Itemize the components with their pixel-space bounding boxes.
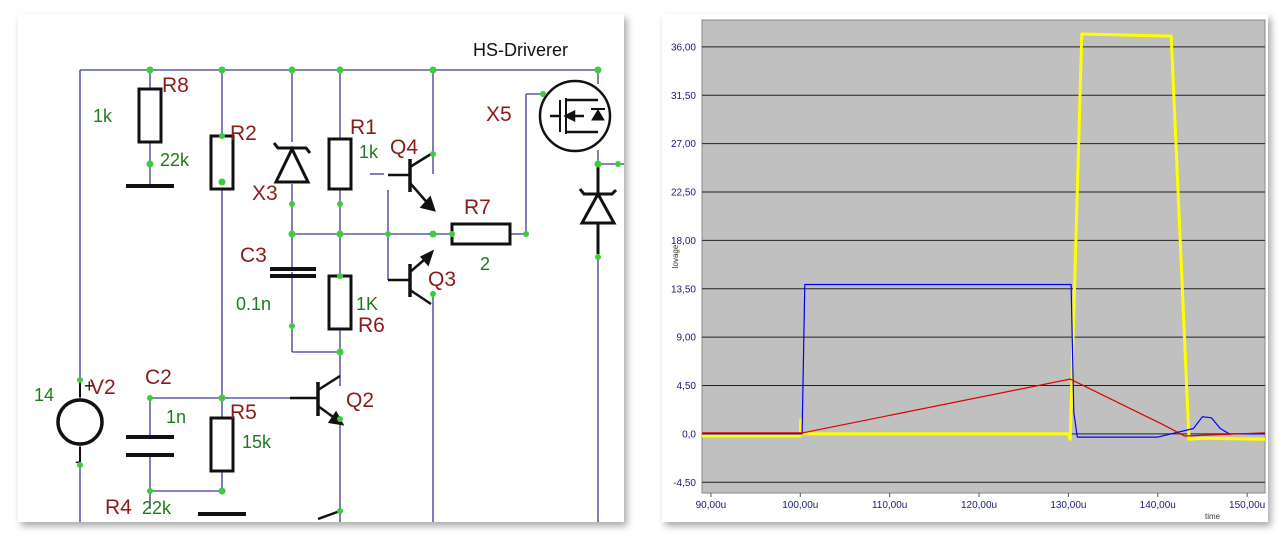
zener-right-symbol	[578, 164, 618, 254]
q4-ref: Q4	[390, 136, 418, 159]
r6-value: 1K	[356, 294, 378, 314]
q2-ref: Q2	[346, 389, 374, 412]
transistor-q4	[388, 152, 436, 212]
y-tick-labels: 36,00 31,50 27,00 22,50 18,00 13,50 9,00 4,50 0,…	[671, 42, 696, 488]
r7-ref: R7	[464, 196, 491, 219]
capacitors	[126, 267, 316, 457]
x5-ref: X5	[486, 103, 512, 126]
x-tick-label: 150,00u	[1229, 500, 1265, 511]
transistor-q2	[290, 374, 345, 426]
x-axis-label: time	[1205, 512, 1221, 521]
resistor-r6-body	[327, 274, 353, 331]
series-line	[702, 378, 1266, 437]
c2-ref: C2	[145, 366, 172, 389]
x-tick-label: 110,00u	[872, 500, 907, 511]
v2-plus-sign: +	[84, 376, 95, 396]
resistor-r7-body	[450, 222, 512, 246]
r4-ref: R4	[105, 496, 132, 519]
c3-value: 0.1n	[236, 294, 271, 314]
y-tick-label: 0,0	[682, 429, 696, 440]
r8-value: 1k	[93, 106, 113, 126]
x-tick-label: 100,00u	[782, 500, 818, 511]
q3-ref: Q3	[428, 268, 456, 291]
r4-value: 22k	[142, 498, 172, 518]
c2-value: 1n	[166, 407, 186, 427]
r5-ref: R5	[230, 401, 257, 424]
resistor-r5-body	[209, 416, 235, 473]
v2-minus-sign: -	[75, 451, 81, 471]
y-tick-label: 13,50	[671, 284, 696, 295]
resistors	[137, 87, 512, 473]
resistor-r1-body	[327, 137, 353, 191]
y-tick-label: -4,50	[673, 478, 696, 489]
r5-value: 15k	[242, 432, 272, 452]
x-tick-labels: 90,00u 100,00u 110,00u 120,00u 130,00u 140,00…	[696, 500, 1266, 511]
y-tick-label: 22,50	[671, 188, 696, 199]
x-tick-label: 120,00u	[961, 500, 997, 511]
y-tick-label: 4,50	[677, 381, 697, 392]
transistor-q3	[388, 249, 435, 306]
r1-ref: R1	[350, 116, 377, 139]
series-line	[702, 283, 1265, 438]
y-tick-label: 18,00	[671, 236, 696, 247]
r1-value: 1k	[359, 142, 379, 162]
y-tick-label: 9,00	[677, 333, 697, 344]
r6-ref: R6	[358, 314, 385, 337]
mosfet-x5-symbol	[538, 79, 612, 153]
resistor-r8-body	[137, 87, 163, 144]
y-tick-label: 27,00	[671, 139, 696, 150]
zener-x3-symbol	[272, 142, 312, 184]
junction-dots	[77, 66, 621, 514]
transistor-partial	[317, 509, 341, 521]
plot-area	[701, 19, 1266, 494]
x-tick-label: 90,00u	[696, 500, 727, 511]
y-axis-label: lovage	[671, 244, 680, 268]
r2-ref: R2	[230, 122, 257, 145]
scope-panel: 36,00 31,50 27,00 22,50 18,00 13,50 9,00 4,50 0,…	[662, 14, 1268, 522]
v2-value: 14	[34, 385, 54, 405]
x3-ref: X3	[252, 182, 278, 205]
voltage-source-v2	[56, 380, 104, 462]
r7-value: 2	[480, 254, 490, 274]
ground-symbols	[126, 184, 246, 516]
series-line	[702, 32, 1266, 441]
x-tick-label: 140,00u	[1140, 500, 1176, 511]
waveform-chart: 36,00 31,50 27,00 22,50 18,00 13,50 9,00 4,50 0,…	[671, 19, 1266, 521]
x-tick-label: 130,00u	[1050, 500, 1086, 511]
y-tick-label: 36,00	[671, 42, 696, 53]
y-tick-label: 31,50	[671, 91, 696, 102]
schematic-diagram: + -	[34, 40, 624, 522]
v2-ref: V2	[90, 376, 116, 399]
schematic-panel: + -	[18, 14, 624, 522]
c3-ref: C3	[240, 244, 267, 267]
schematic-title: HS-Driverer	[473, 40, 568, 60]
r2-value: 22k	[160, 150, 190, 170]
series-lines	[702, 32, 1266, 441]
r8-ref: R8	[162, 74, 189, 97]
